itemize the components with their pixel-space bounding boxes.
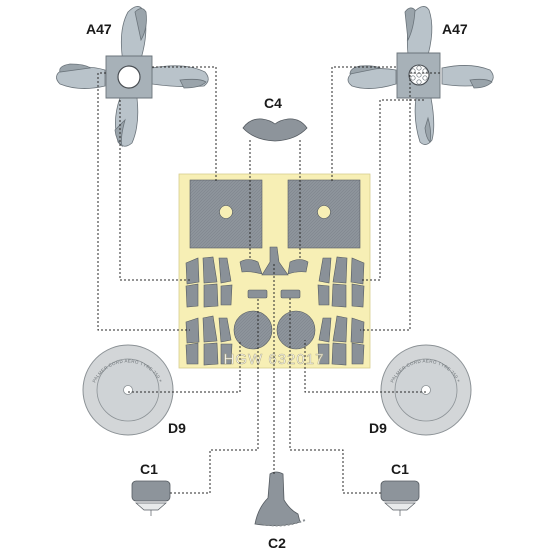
c2-piece [261, 246, 289, 276]
sheet-code: HGW 632017 [224, 351, 325, 368]
label-c2: C2 [268, 535, 286, 550]
c1-part-right [380, 480, 420, 516]
window-masks-right-lower [317, 315, 365, 366]
square-mask-right [287, 179, 361, 249]
label-c1-left: C1 [140, 461, 158, 477]
label-a47-right: A47 [442, 21, 468, 37]
c1-piece-left [247, 289, 268, 299]
mask-sheet: HGW 632017 [178, 173, 371, 369]
label-a47-left: A47 [86, 21, 112, 37]
window-masks-left-lower [185, 315, 233, 366]
d9-disc-left [233, 310, 273, 350]
c4-piece-left [239, 259, 263, 275]
propeller-left [56, 6, 209, 148]
label-d9-left: D9 [168, 420, 186, 436]
label-c1-right: C1 [391, 461, 409, 477]
window-masks-left-upper [185, 256, 233, 308]
label-c4: C4 [264, 95, 282, 111]
c1-piece-right [280, 289, 301, 299]
square-mask-left [189, 179, 263, 249]
c4-piece-right [287, 259, 309, 275]
c2-part [254, 471, 306, 527]
window-masks-right-upper [317, 256, 365, 308]
c1-part-left [131, 480, 171, 516]
leader-lines [97, 66, 440, 494]
c4-part [242, 118, 308, 142]
propeller-right [347, 6, 494, 145]
d9-disc-right [276, 310, 316, 350]
label-d9-right: D9 [369, 420, 387, 436]
